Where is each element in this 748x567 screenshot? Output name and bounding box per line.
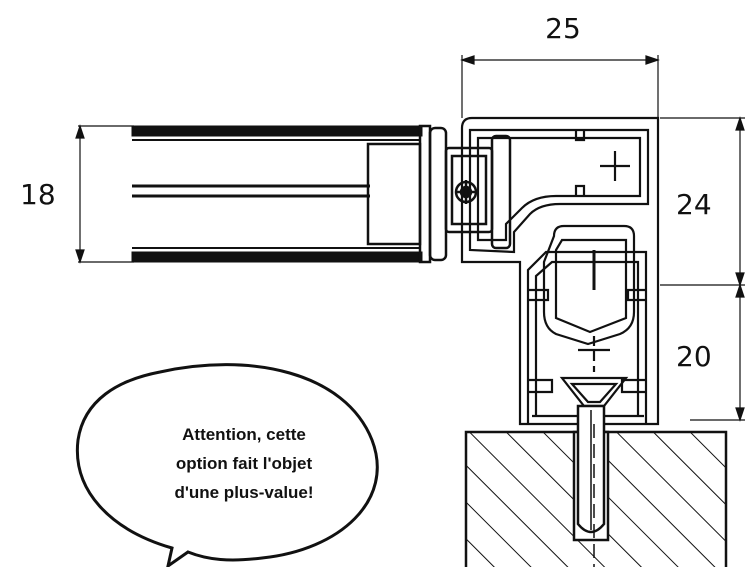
price-warning-callout: Attention, cette option fait l'objet d'u… bbox=[75, 363, 379, 567]
hatched-base bbox=[464, 404, 728, 567]
callout-line-3: d'une plus-value! bbox=[174, 483, 313, 502]
dimension-right-lower-label: 20 bbox=[676, 340, 712, 373]
aluminium-profile bbox=[460, 116, 660, 426]
glazing-panel bbox=[131, 124, 448, 264]
dimension-left-height bbox=[75, 124, 134, 264]
dimension-top-width-label: 25 bbox=[545, 12, 581, 45]
callout-line-2: option fait l'objet bbox=[176, 454, 313, 473]
dimension-right-upper-label: 24 bbox=[676, 188, 712, 221]
dimension-left-height-label: 18 bbox=[20, 178, 56, 211]
dimension-right-chain bbox=[660, 116, 745, 422]
dimension-top-width bbox=[460, 55, 660, 118]
callout-line-1: Attention, cette bbox=[182, 425, 306, 444]
